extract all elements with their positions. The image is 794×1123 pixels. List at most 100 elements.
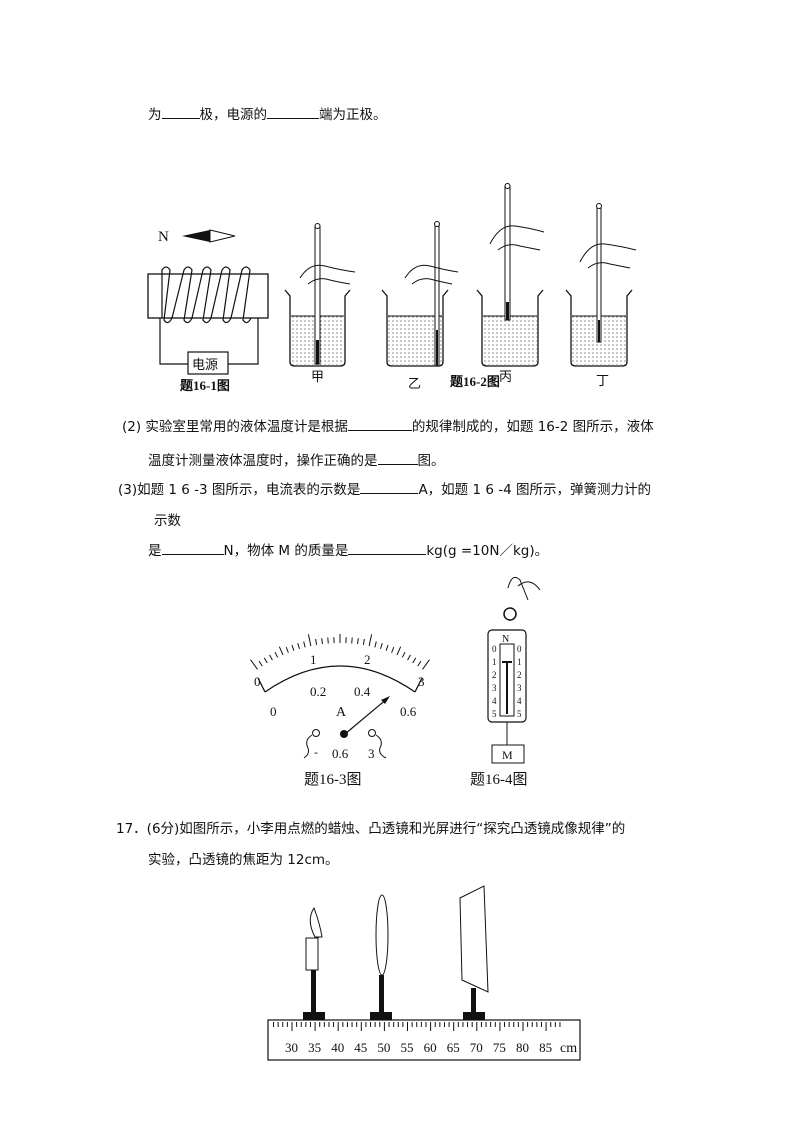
terminal-label: - bbox=[314, 745, 318, 759]
dial-tick bbox=[396, 646, 402, 656]
q16-2-line2: 温度计测量液体温度时，操作正确的是 图。 bbox=[148, 450, 445, 470]
dial-tick bbox=[291, 644, 295, 651]
caption: 题16-3图 bbox=[304, 771, 362, 788]
ruler-label: 30 bbox=[285, 1040, 298, 1055]
scale-label: 3 bbox=[418, 674, 425, 689]
spring-scale-label: 3 bbox=[492, 683, 497, 693]
unit-label: N bbox=[502, 634, 509, 645]
label-jia: 甲 bbox=[311, 369, 324, 384]
figure-16-2: 甲 乙 丙 丁 题16-2图 bbox=[284, 183, 637, 391]
compass-needle-south bbox=[209, 229, 236, 243]
ruler-label: 50 bbox=[377, 1040, 390, 1055]
ruler-label: 85 bbox=[539, 1040, 552, 1055]
q16-3-line2: 示数 bbox=[154, 513, 181, 529]
caption: 题16-2图 bbox=[450, 374, 500, 389]
dial-tick bbox=[307, 634, 312, 647]
text: (3)如题 1 6 -3 图所示，电流表的示数是 bbox=[118, 482, 361, 498]
terminal-negative[interactable] bbox=[312, 729, 320, 737]
scale-label: 0.6 bbox=[400, 704, 417, 719]
text: kg(g =10N／kg)。 bbox=[426, 543, 549, 559]
figure-16-1-16-2: N 电源 题16-1图 bbox=[147, 183, 637, 393]
answer-blank[interactable] bbox=[360, 479, 419, 494]
beaker-ding bbox=[565, 203, 637, 367]
ruler-label: 60 bbox=[424, 1040, 437, 1055]
spring-scale-label: 5 bbox=[517, 709, 522, 719]
scale-label: 0 bbox=[270, 704, 277, 719]
spring-scale-label: 0 bbox=[517, 644, 522, 654]
north-label: N bbox=[158, 229, 169, 245]
mass-label: M bbox=[502, 748, 513, 762]
dial-tick bbox=[401, 651, 406, 658]
ammeter: 0 1 2 3 0 0.2 0.4 0.6 A - 0.6 3 题16-3图 bbox=[250, 634, 430, 788]
label-ding: 丁 bbox=[596, 373, 609, 388]
mass-M bbox=[491, 744, 525, 764]
answer-blank[interactable] bbox=[348, 540, 427, 555]
dial-tick bbox=[391, 646, 395, 653]
solenoid-core bbox=[147, 273, 269, 319]
text: 端为正极。 bbox=[319, 107, 387, 123]
q16-1-tail: 为 极，电源的 端为正极。 bbox=[148, 104, 387, 124]
dial-tick bbox=[422, 659, 430, 670]
q16-3-line1: (3)如题 1 6 -3 图所示，电流表的示数是 A，如题 1 6 -4 图所示，… bbox=[118, 479, 651, 499]
dial-tick bbox=[315, 638, 318, 646]
dial-tick bbox=[274, 651, 279, 658]
dial-tick bbox=[250, 659, 258, 670]
answer-blank[interactable] bbox=[161, 540, 224, 555]
answer-blank[interactable] bbox=[161, 104, 200, 119]
ruler-label: 40 bbox=[331, 1040, 344, 1055]
ruler-unit: cm bbox=[560, 1041, 577, 1056]
spring-scale-label: 4 bbox=[492, 696, 497, 706]
label-yi: 乙 bbox=[408, 376, 421, 391]
dial-tick bbox=[321, 638, 323, 645]
terminal-3[interactable] bbox=[368, 729, 376, 737]
dial-tick bbox=[258, 660, 263, 667]
dial-tick bbox=[285, 646, 289, 653]
text: 极，电源的 bbox=[199, 107, 268, 123]
dial-tick bbox=[412, 657, 417, 664]
terminal-0.6[interactable] bbox=[340, 730, 348, 738]
dial-tick bbox=[269, 654, 273, 661]
dial-tick bbox=[278, 646, 284, 656]
dial-tick bbox=[374, 641, 377, 648]
q17-line2: 实验，凸透镜的焦距为 12cm。 bbox=[148, 852, 339, 868]
pointer bbox=[344, 697, 389, 735]
spring-scale-label: 5 bbox=[492, 709, 497, 719]
dial-ticks bbox=[250, 634, 430, 670]
text: 为 bbox=[148, 107, 162, 123]
dial-tick bbox=[297, 643, 300, 650]
dial-tick bbox=[362, 638, 365, 646]
answer-blank[interactable] bbox=[267, 104, 319, 119]
source-label: 电源 bbox=[192, 357, 218, 372]
spring-scale-label: 2 bbox=[492, 670, 497, 680]
text: (2) 实验室里常用的液体温度计是根据 bbox=[122, 419, 348, 435]
spring-scale-label: 2 bbox=[517, 670, 522, 680]
ruler-label: 65 bbox=[447, 1040, 460, 1055]
q16-2-line1: (2) 实验室里常用的液体温度计是根据 的规律制成的，如题 16-2 图所示，液体 bbox=[122, 416, 654, 436]
spring-scale-label: 0 bbox=[492, 644, 497, 654]
text: N，物体 M 的质量是 bbox=[223, 543, 349, 559]
dial-tick bbox=[417, 660, 422, 667]
text: 图。 bbox=[417, 453, 445, 469]
ruler-label: 45 bbox=[354, 1040, 367, 1055]
text: 温度计测量液体温度时，操作正确的是 bbox=[148, 453, 378, 469]
text: A，如题 1 6 -4 图所示，弹簧测力计的 bbox=[418, 482, 651, 498]
terminal-label: 0.6 bbox=[332, 746, 349, 761]
dial-tick bbox=[368, 634, 373, 647]
label-bing: 丙 bbox=[499, 369, 512, 384]
coil bbox=[161, 266, 252, 324]
figure-16-3-16-4: 0 1 2 3 0 0.2 0.4 0.6 A - 0.6 3 题16-3图 N… bbox=[250, 576, 541, 788]
ruler-label: 35 bbox=[308, 1040, 321, 1055]
compass-needle-north bbox=[182, 230, 210, 242]
answer-blank[interactable] bbox=[347, 416, 412, 431]
ruler-label: 75 bbox=[493, 1040, 506, 1055]
scale-label: 0.2 bbox=[310, 684, 326, 699]
ruler-label: 80 bbox=[516, 1040, 529, 1055]
text: 的规律制成的，如题 16-2 图所示，液体 bbox=[411, 419, 654, 435]
scale-label: 0.4 bbox=[354, 684, 371, 699]
figure-16-1: N 电源 题16-1图 bbox=[147, 229, 269, 393]
answer-blank[interactable] bbox=[377, 450, 418, 465]
